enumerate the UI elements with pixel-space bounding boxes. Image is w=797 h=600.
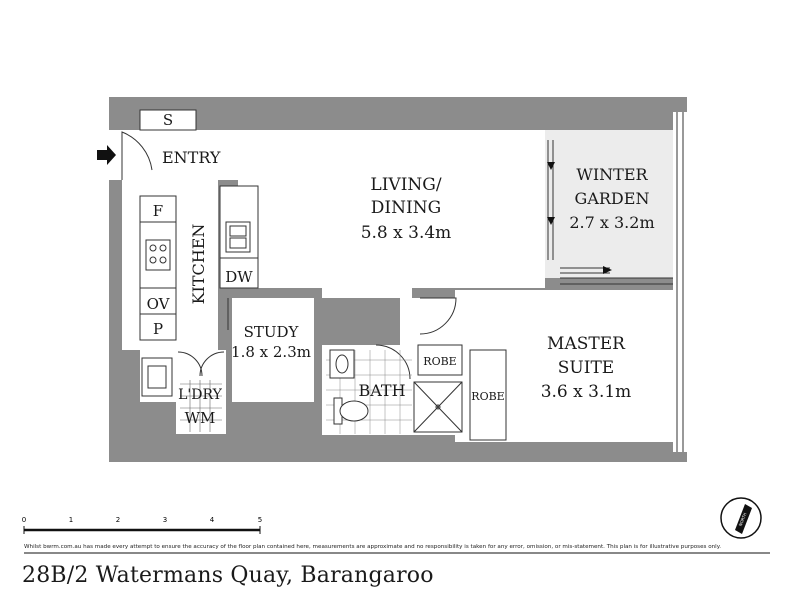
compass-label: NORTH — [738, 512, 748, 527]
toilet-icon — [333, 397, 369, 425]
living-label-1: LIVING/ — [370, 175, 441, 195]
north-compass-icon: NORTH — [720, 497, 762, 539]
scale-tick-4: 4 — [210, 516, 215, 524]
pantry-label: P — [153, 320, 163, 338]
scale-tick-3: 3 — [163, 516, 167, 524]
entry-label: ENTRY — [162, 148, 221, 167]
study-label: STUDY — [244, 323, 300, 341]
windows — [560, 112, 684, 452]
scale-tick-5: 5 — [258, 516, 262, 524]
master-suite-label-1: MASTER — [547, 334, 626, 354]
living-label-2: DINING — [371, 198, 441, 218]
storage-label: S — [163, 111, 173, 129]
washing-machine-grid — [180, 380, 222, 432]
fixture-labels: F DW OV P WM ROBE ROBE — [147, 202, 505, 427]
slide-arrow-down-icon — [547, 162, 555, 170]
washing-machine-label: WM — [185, 409, 216, 427]
storage-cupboard — [139, 109, 197, 131]
winter-garden-doors — [547, 140, 610, 274]
kitchen-label: KITCHEN — [189, 224, 208, 305]
robe-bath-label: ROBE — [423, 355, 456, 368]
oven-label: OV — [147, 295, 171, 313]
living-size: 5.8 x 3.4m — [361, 223, 452, 243]
master-suite-label-2: SUITE — [558, 358, 614, 378]
entry-arrow-icon — [97, 145, 116, 165]
bath-label: BATH — [358, 381, 405, 400]
scale-bar: 0 1 2 3 4 5 — [22, 516, 262, 534]
slide-arrow-down-icon-2 — [547, 217, 555, 225]
vanity-basin-icon — [329, 349, 355, 379]
fridge-label: F — [153, 202, 163, 220]
linework — [121, 109, 684, 452]
kitchen-sink-icon — [225, 221, 251, 253]
winter-garden-label-1: WINTER — [576, 165, 648, 184]
robe-master-label: ROBE — [471, 390, 504, 403]
scale-tick-1: 1 — [69, 516, 73, 524]
winter-garden-label-2: GARDEN — [575, 189, 650, 208]
laundry-label: L'DRY — [178, 387, 222, 403]
scale-tick-0: 0 — [22, 516, 26, 524]
scale-tick-2: 2 — [116, 516, 120, 524]
robe-master-box — [469, 349, 507, 441]
robe-bath-box — [417, 344, 463, 376]
property-address: 28B/2 Watermans Quay, Barangaroo — [22, 563, 434, 588]
slide-arrow-right-icon — [603, 266, 612, 274]
winter-garden-size: 2.7 x 3.2m — [569, 213, 654, 232]
arrows — [97, 145, 612, 274]
cooktop-icon — [145, 239, 171, 271]
room-labels: S ENTRY LIVING/ DINING 5.8 x 3.4m WINTER… — [162, 111, 655, 403]
master-door — [419, 297, 457, 335]
disclaimer: Whilst bwrm.com.au has made every attemp… — [24, 544, 722, 550]
laundry-sink-icon — [141, 357, 173, 397]
shower-icon — [413, 381, 463, 433]
entry-door — [121, 131, 153, 180]
laundry-door — [177, 351, 203, 377]
study-size: 1.8 x 2.3m — [231, 343, 311, 361]
master-suite-size: 3.6 x 3.1m — [541, 382, 632, 402]
dishwasher-label: DW — [225, 268, 253, 286]
